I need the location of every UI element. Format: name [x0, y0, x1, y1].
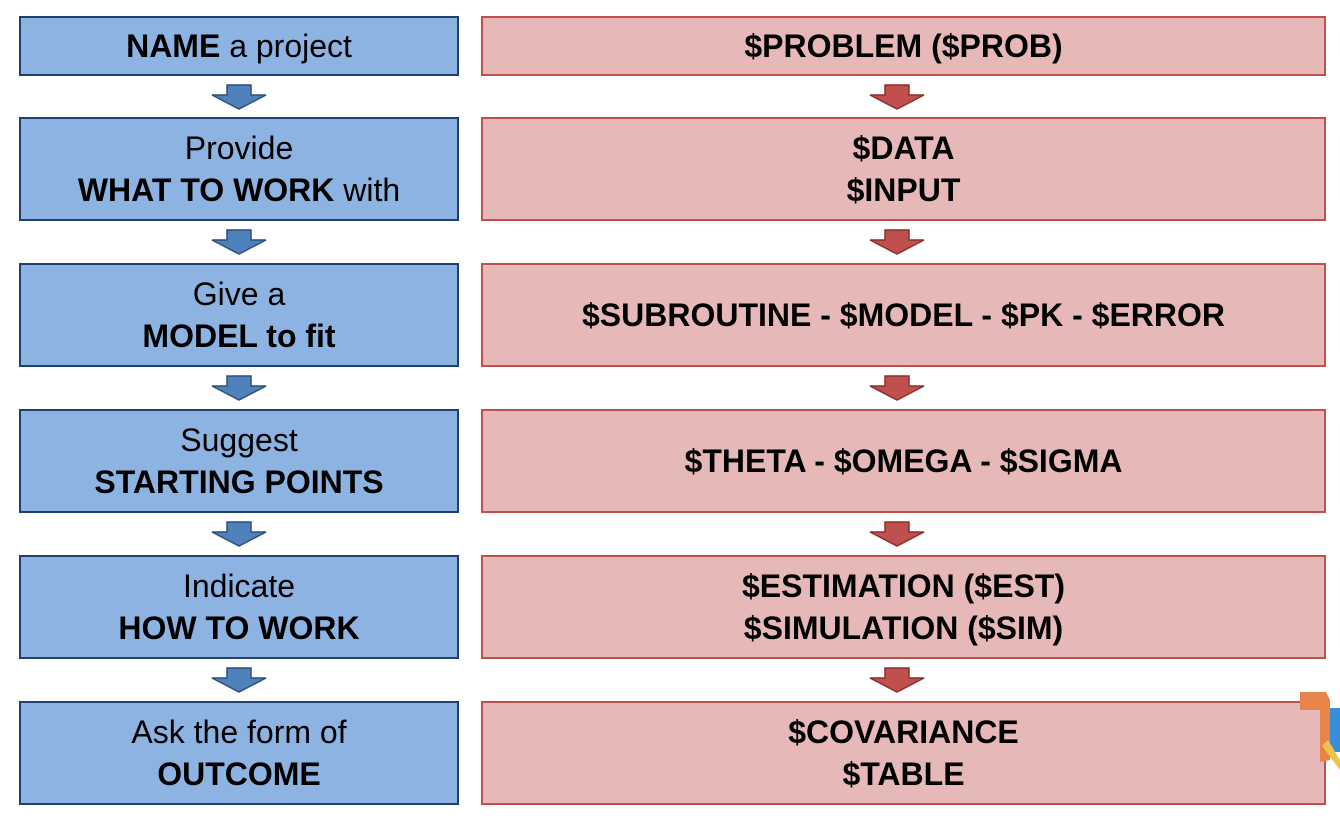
step-bold-text: NAME	[126, 28, 221, 64]
record-box-parameters: $THETA - $OMEGA - $SIGMA	[481, 409, 1326, 513]
step-box-what-to-work: Provide WHAT TO WORK with	[19, 117, 459, 221]
step-bold-text: OUTCOME	[157, 756, 321, 792]
record-box-model: $SUBROUTINE - $MODEL - $PK - $ERROR	[481, 263, 1326, 367]
record-line: $SIMULATION ($SIM)	[743, 610, 1064, 646]
step-line: Suggest	[180, 422, 298, 458]
record-line: $ESTIMATION ($EST)	[742, 568, 1065, 604]
down-arrow-icon	[211, 667, 267, 693]
record-box-estimation: $ESTIMATION ($EST) $SIMULATION ($SIM)	[481, 555, 1326, 659]
step-box-outcome: Ask the form of OUTCOME	[19, 701, 459, 805]
record-line: $COVARIANCE	[788, 714, 1019, 750]
record-line: $SUBROUTINE - $MODEL - $PK - $ERROR	[581, 297, 1226, 333]
record-box-output: $COVARIANCE $TABLE	[481, 701, 1326, 805]
step-line: Indicate	[182, 568, 296, 604]
down-arrow-icon	[211, 84, 267, 110]
record-box-data-input: $DATA $INPUT	[481, 117, 1326, 221]
step-bold-text: WHAT TO WORK	[77, 172, 335, 208]
down-arrow-icon	[869, 667, 925, 693]
step-bold-text: MODEL to fit	[142, 318, 336, 354]
record-line: $DATA	[852, 130, 955, 166]
step-line: Ask the form of	[131, 714, 347, 750]
down-arrow-icon	[869, 375, 925, 401]
step-line: Provide	[184, 130, 294, 166]
step-text: with	[334, 172, 401, 208]
step-box-model-to-fit: Give a MODEL to fit	[19, 263, 459, 367]
down-arrow-icon	[869, 229, 925, 255]
logo-fragment-icon	[1300, 692, 1340, 770]
step-line: WHAT TO WORK with	[78, 169, 400, 211]
step-box-name-project: NAME a project	[19, 16, 459, 76]
record-line: $THETA - $OMEGA - $SIGMA	[684, 443, 1123, 479]
down-arrow-icon	[211, 521, 267, 547]
down-arrow-icon	[869, 521, 925, 547]
step-text: a project	[220, 28, 352, 64]
step-line: Give a	[192, 276, 286, 312]
step-line: NAME a project	[126, 25, 352, 67]
record-line: $PROBLEM ($PROB)	[744, 28, 1063, 64]
step-box-how-to-work: Indicate HOW TO WORK	[19, 555, 459, 659]
record-line: $INPUT	[846, 172, 961, 208]
down-arrow-icon	[869, 84, 925, 110]
step-box-starting-points: Suggest STARTING POINTS	[19, 409, 459, 513]
record-line: $TABLE	[842, 756, 965, 792]
step-bold-text: HOW TO WORK	[118, 610, 360, 646]
step-bold-text: STARTING POINTS	[94, 464, 384, 500]
down-arrow-icon	[211, 375, 267, 401]
record-box-problem: $PROBLEM ($PROB)	[481, 16, 1326, 76]
down-arrow-icon	[211, 229, 267, 255]
